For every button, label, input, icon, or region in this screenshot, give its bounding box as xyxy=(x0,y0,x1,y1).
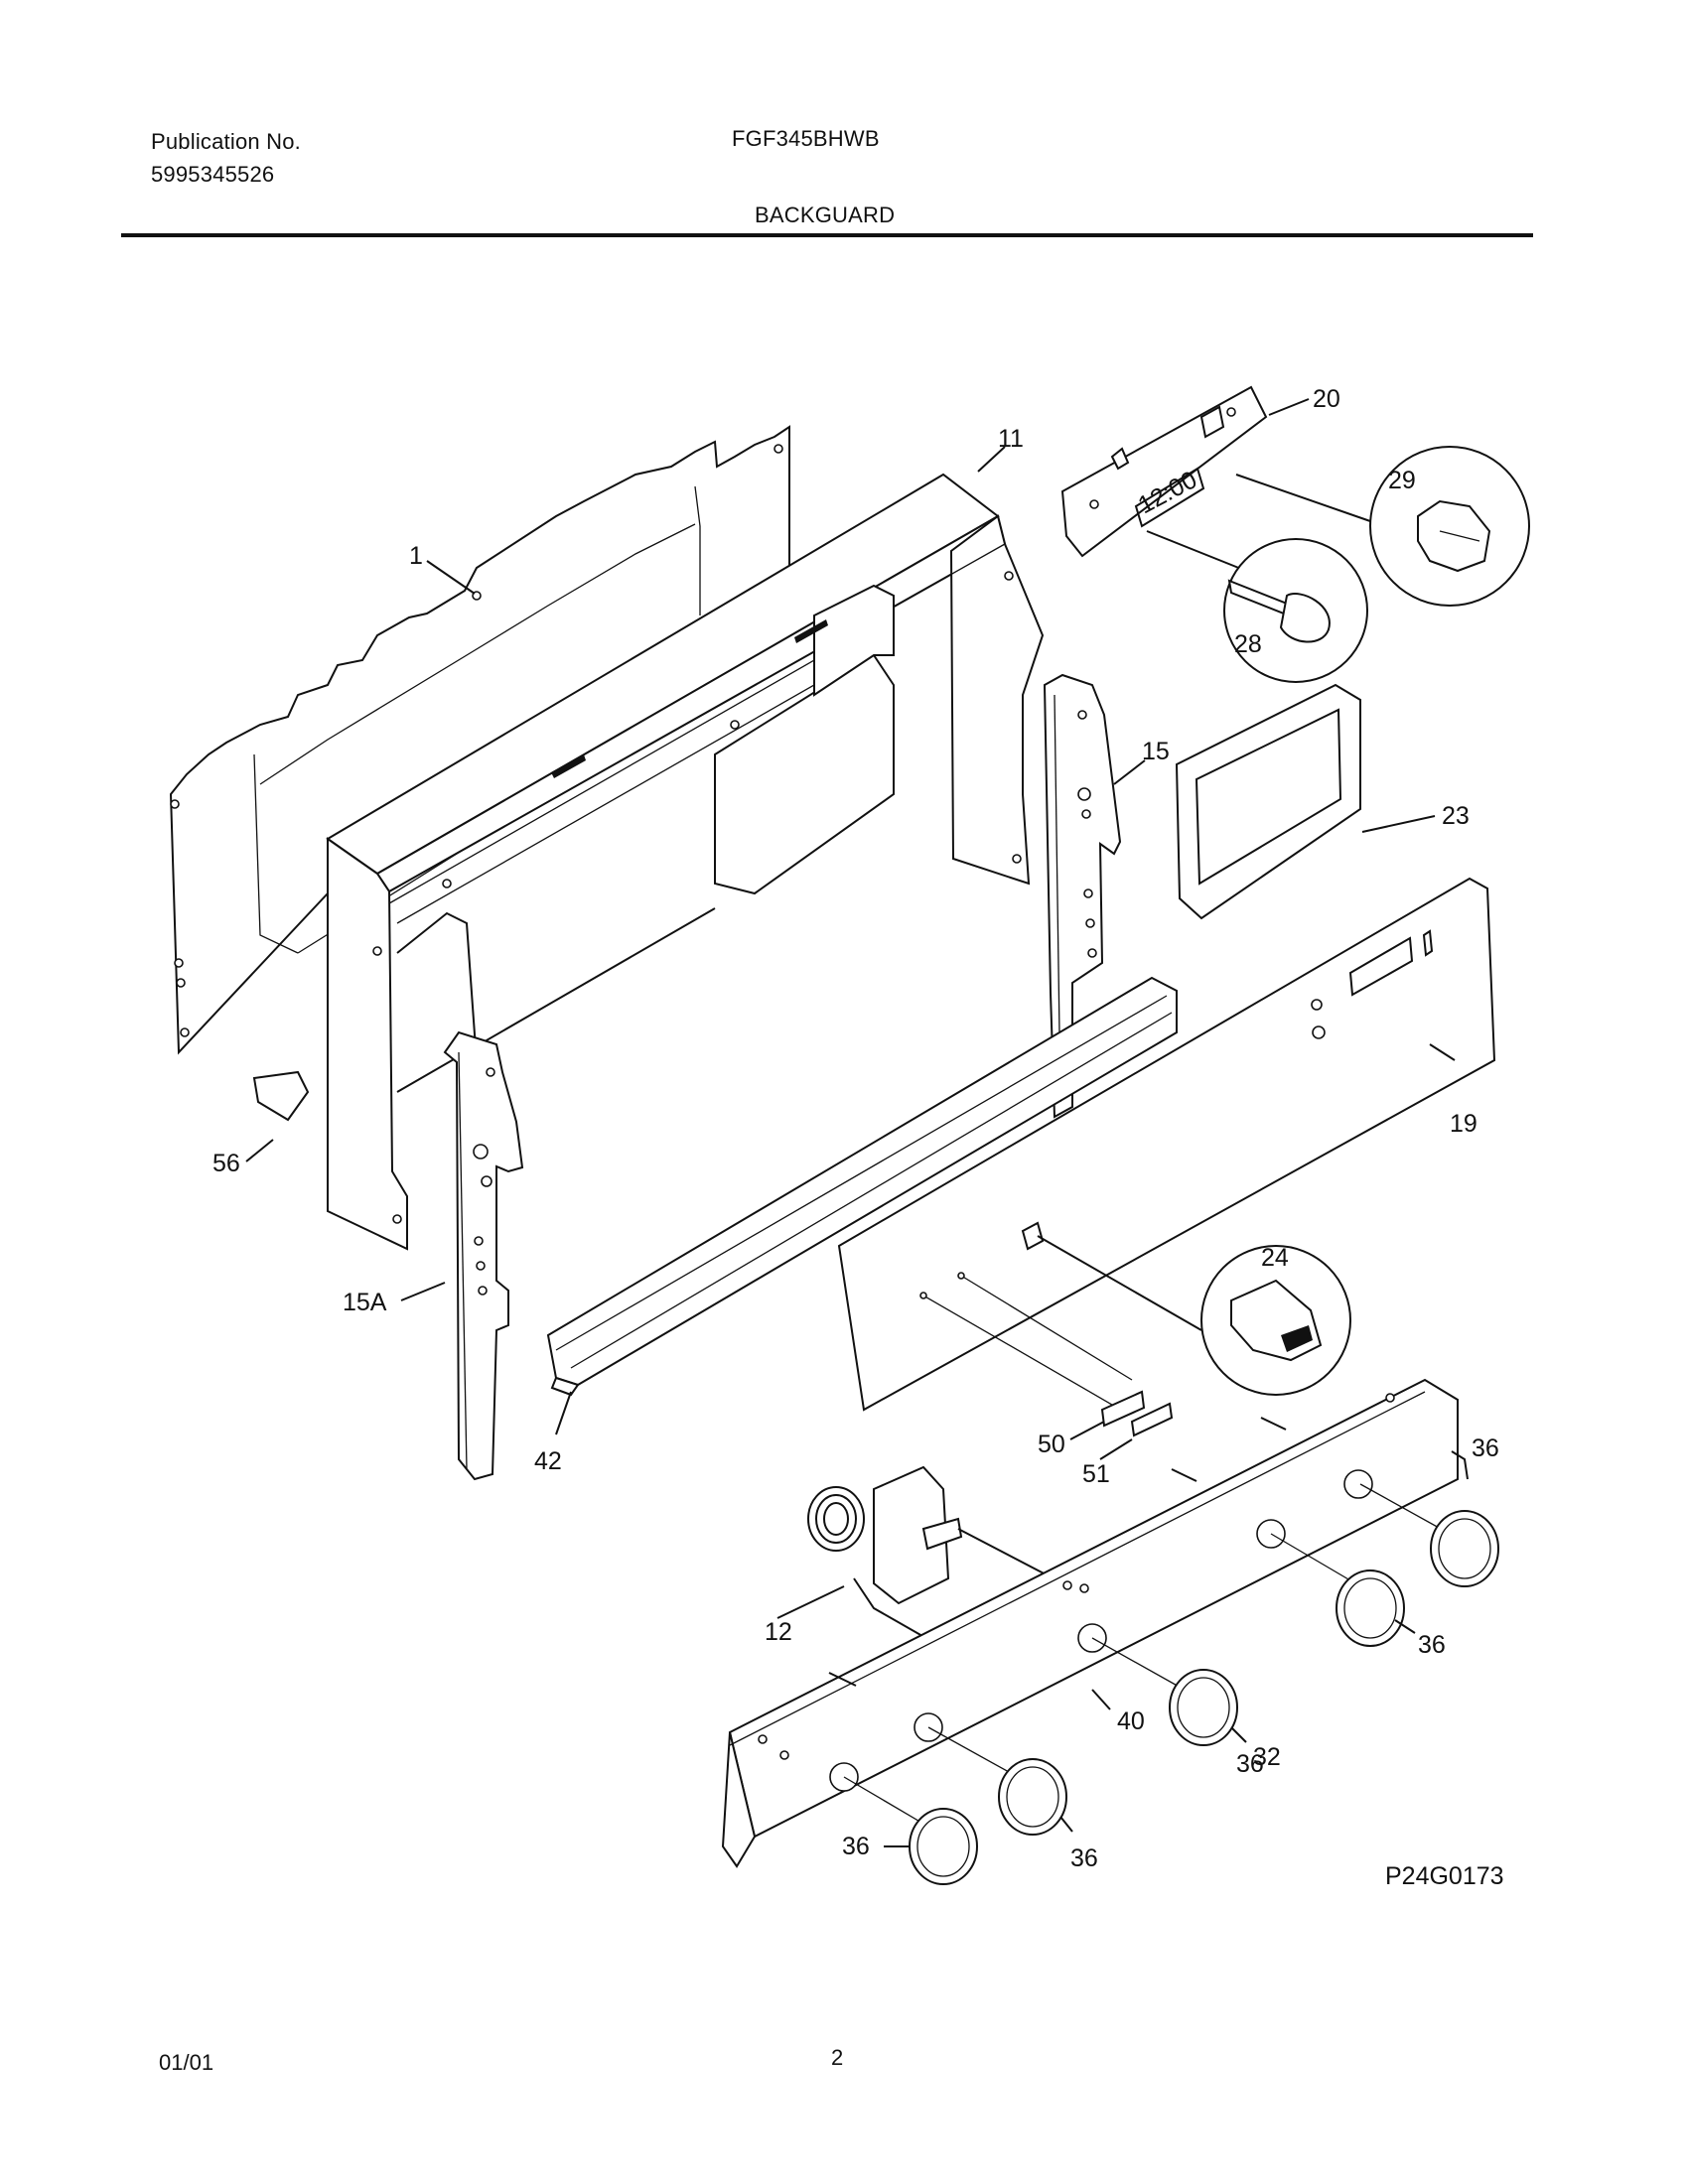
side-bracket-part-15a xyxy=(443,1030,524,1481)
callout-15: 15 xyxy=(1142,738,1170,765)
stem-detail-part-28 xyxy=(1146,530,1368,683)
clip-part-56 xyxy=(245,1139,274,1162)
callout-28: 28 xyxy=(1234,630,1262,658)
callout-36-center: 36 xyxy=(1236,1750,1264,1778)
callout-36-top-right: 36 xyxy=(1472,1434,1499,1462)
publication-label: Publication No. xyxy=(151,129,301,154)
thermostat-part-12 xyxy=(807,1465,1073,1649)
callout-12: 12 xyxy=(765,1618,792,1646)
channel-rail-part-42 xyxy=(546,976,1178,1397)
side-bracket-part-15 xyxy=(1043,673,1122,1119)
trim-parts-50-51 xyxy=(919,1272,1174,1437)
callout-15a: 15A xyxy=(343,1289,387,1316)
backguard-frame-part-11 xyxy=(326,473,1045,1251)
callout-1: 1 xyxy=(409,542,423,570)
callout-19: 19 xyxy=(1450,1110,1477,1138)
leader-lines xyxy=(400,398,1416,1847)
knobs-parts-32-36 xyxy=(843,1450,1499,1885)
footer-date: 01/01 xyxy=(159,2050,214,2075)
callout-51: 51 xyxy=(1082,1460,1110,1488)
display-frame-part-23 xyxy=(1175,683,1436,920)
callout-36-bottom: 36 xyxy=(1070,1844,1098,1872)
callout-36-bottom-left: 36 xyxy=(842,1833,870,1860)
callout-56: 56 xyxy=(212,1150,240,1177)
callout-29: 29 xyxy=(1388,467,1416,494)
callout-labels: 1 11 20 29 28 15 23 56 15A 42 19 24 50 5… xyxy=(212,385,1499,1872)
callout-42: 42 xyxy=(534,1447,562,1475)
figure-code: P24G0173 xyxy=(1385,1862,1504,1890)
header-rule xyxy=(121,233,1533,237)
callout-20: 20 xyxy=(1313,385,1340,413)
clock-module-part-20: 12:00 xyxy=(1060,385,1268,558)
publication-number: 5995345526 xyxy=(151,162,275,187)
callout-24: 24 xyxy=(1261,1244,1289,1272)
section-title: BACKGUARD xyxy=(755,203,896,227)
callout-40: 40 xyxy=(1117,1707,1145,1735)
knob-detail-part-29 xyxy=(1235,446,1530,607)
page-number: 2 xyxy=(831,2045,844,2070)
callout-50: 50 xyxy=(1038,1431,1065,1458)
callout-36-right: 36 xyxy=(1418,1631,1446,1659)
model-number: FGF345BHWB xyxy=(732,126,880,151)
callout-11: 11 xyxy=(998,425,1024,453)
callout-32: 32 xyxy=(1253,1743,1281,1771)
control-panel-part-19 xyxy=(837,877,1496,1412)
callout-23: 23 xyxy=(1442,802,1470,830)
switch-detail-part-24 xyxy=(1021,1221,1351,1396)
